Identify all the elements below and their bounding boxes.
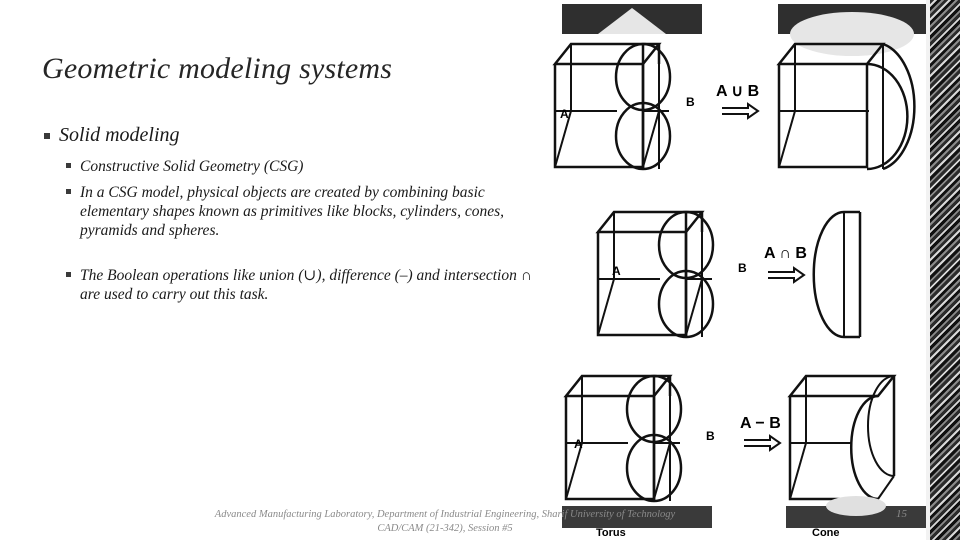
csg-boolean-figure: A B A ∪ B A B A ∩ B (553, 4, 926, 539)
cone-label: Cone (812, 527, 840, 539)
bullet-list: Solid modeling Constructive Solid Geomet… (44, 124, 534, 304)
bullet-square-icon (66, 272, 71, 277)
difference-result (787, 374, 897, 501)
bullet-text: In a CSG model, physical objects are cre… (80, 184, 504, 239)
arrow-right-icon (743, 435, 781, 451)
union-example (553, 42, 672, 171)
bullet-text: Constructive Solid Geometry (CSG) (80, 158, 304, 175)
slide-title: Geometric modeling systems (42, 52, 393, 85)
bullet-text: Solid modeling (59, 124, 180, 146)
sub-bullet-primitives: In a CSG model, physical objects are cre… (66, 183, 534, 240)
crop-bottom-left-image (562, 506, 712, 528)
bullet-square-icon (66, 163, 71, 168)
bullet-square-icon (44, 133, 50, 139)
crop-bottom-right-image (786, 506, 926, 528)
label-a-intersection: A (612, 264, 621, 278)
intersection-result (812, 210, 862, 339)
difference-operator-label: A − B (740, 415, 781, 432)
intersection-operator-label: A ∩ B (764, 245, 807, 262)
arrow-right-icon (767, 267, 805, 283)
page-number: 15 (896, 508, 907, 520)
difference-example (564, 374, 683, 503)
bullet-square-icon (66, 189, 71, 194)
label-a-difference: A (574, 437, 583, 451)
label-a-union: A (560, 107, 569, 121)
sub-bullet-csg: Constructive Solid Geometry (CSG) (66, 157, 534, 176)
sub-bullet-boolean: The Boolean operations like union (∪), d… (66, 266, 534, 304)
union-operator-label: A ∪ B (716, 83, 759, 100)
bullet-text: The Boolean operations like union (∪), d… (80, 267, 532, 303)
decorative-texture-strip (930, 0, 960, 540)
torus-label: Torus (596, 527, 626, 539)
label-b-difference: B (706, 429, 715, 443)
label-b-intersection: B (738, 261, 747, 275)
label-b-union: B (686, 95, 695, 109)
slide-footer: Advanced Manufacturing Laboratory, Depar… (150, 508, 740, 536)
bullet-solid-modeling: Solid modeling (44, 124, 534, 147)
union-result (776, 42, 916, 171)
footer-line-1: Advanced Manufacturing Laboratory, Depar… (214, 509, 676, 520)
arrow-right-icon (721, 103, 759, 119)
footer-line-2: CAD/CAM (21-342), Session #5 (377, 523, 513, 534)
